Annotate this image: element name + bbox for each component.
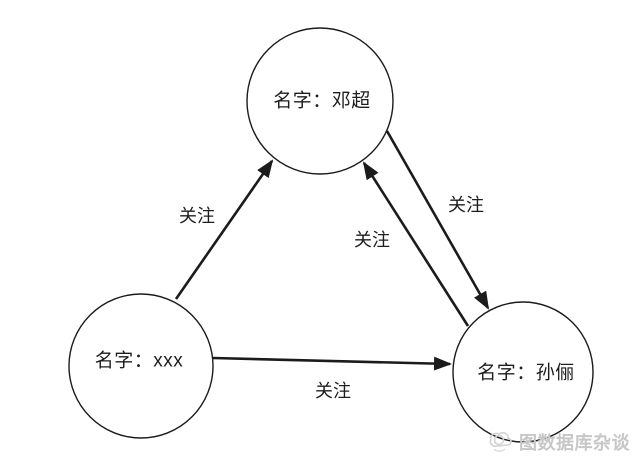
node-circle-sunli	[452, 301, 594, 443]
edge-arrow-sunli-to-dengchao	[362, 161, 470, 327]
edge-label-xxx-to-sunli: 关注	[315, 381, 351, 401]
edge-arrow-dengchao-to-sunli	[385, 130, 490, 310]
watermark-logo-icon	[489, 431, 512, 452]
watermark-text: 图数据库杂谈	[519, 433, 630, 453]
node-circle-dengchao	[246, 27, 394, 175]
edge-arrow-xxx-to-dengchao	[174, 159, 274, 300]
edge-label-dengchao-to-sunli: 关注	[448, 195, 484, 215]
edge-label-xxx-to-dengchao: 关注	[179, 206, 215, 226]
node-label-dengchao: 名字：邓超	[273, 90, 371, 112]
edge-arrow-xxx-to-sunli	[212, 356, 452, 371]
watermark: 图数据库杂谈	[488, 429, 630, 455]
node-label-xxx: 名字：xxx	[94, 350, 184, 372]
node-circle-xxx	[68, 293, 214, 439]
edge-label-sunli-to-dengchao: 关注	[354, 230, 390, 250]
node-label-sunli: 名字：孙俪	[477, 362, 575, 384]
